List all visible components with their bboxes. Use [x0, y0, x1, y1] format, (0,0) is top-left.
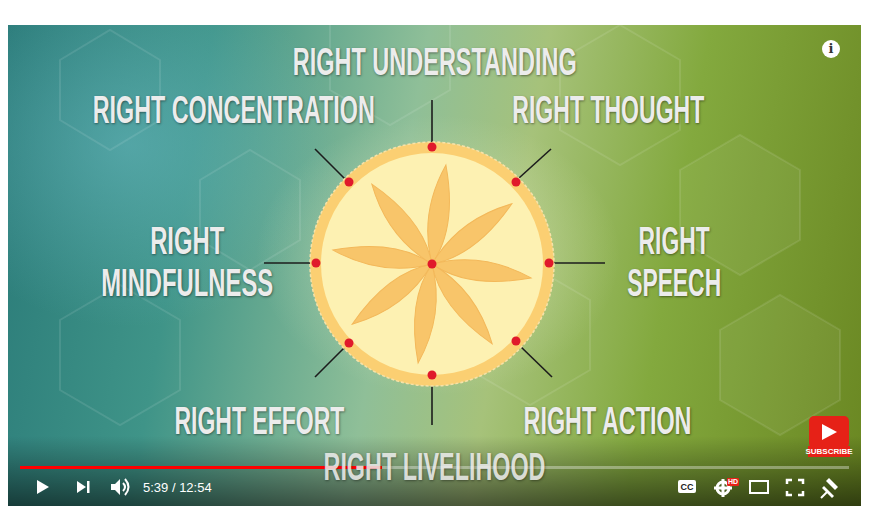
path-label: RIGHT SPEECH	[627, 220, 721, 304]
path-label: RIGHT CONCENTRATION	[93, 89, 375, 131]
path-label: RIGHT LIVELIHOOD	[323, 446, 545, 488]
path-label: RIGHT THOUGHT	[512, 89, 704, 131]
path-label: RIGHT MINDFULNESS	[101, 220, 273, 304]
path-label: RIGHT UNDERSTANDING	[293, 41, 577, 83]
subscribe-text: SUBSCRIBE	[805, 447, 852, 456]
hd-badge: HD	[728, 478, 738, 486]
captions-icon: CC	[681, 482, 694, 492]
wheel-petal	[364, 178, 440, 270]
time-display: 5:39 / 12:54	[143, 480, 212, 495]
info-icon: i	[829, 42, 834, 56]
path-label: RIGHT ACTION	[524, 400, 692, 442]
path-label: RIGHT EFFORT	[174, 400, 344, 442]
